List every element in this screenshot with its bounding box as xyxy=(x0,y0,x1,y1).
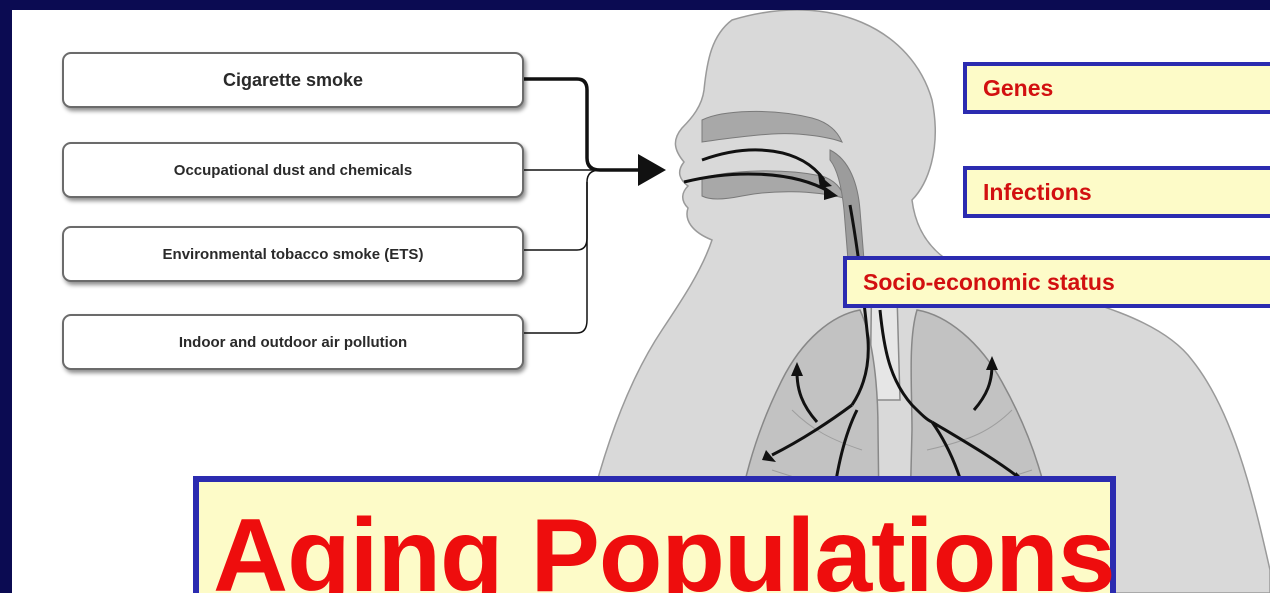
factor-label: Infections xyxy=(983,179,1092,206)
source-connectors xyxy=(524,79,640,333)
source-box-cigarette-smoke: Cigarette smoke xyxy=(62,52,524,108)
factor-label: Socio-economic status xyxy=(863,269,1115,296)
source-label: Indoor and outdoor air pollution xyxy=(179,334,407,351)
source-label: Cigarette smoke xyxy=(223,70,363,91)
inhalation-arrowhead xyxy=(638,154,666,186)
factor-genes: Genes xyxy=(963,62,1270,114)
factor-socio-economic-status: Socio-economic status xyxy=(843,256,1270,308)
source-box-air-pollution: Indoor and outdoor air pollution xyxy=(62,314,524,370)
slide-title: Aging Populations xyxy=(213,504,1115,593)
title-banner: Aging Populations xyxy=(193,476,1116,593)
source-box-occupational: Occupational dust and chemicals xyxy=(62,142,524,198)
source-box-ets: Environmental tobacco smoke (ETS) xyxy=(62,226,524,282)
source-label: Occupational dust and chemicals xyxy=(174,162,412,179)
slide-panel: Cigarette smoke Occupational dust and ch… xyxy=(12,10,1270,593)
factor-infections: Infections xyxy=(963,166,1270,218)
source-label: Environmental tobacco smoke (ETS) xyxy=(163,246,424,263)
factor-label: Genes xyxy=(983,75,1053,102)
